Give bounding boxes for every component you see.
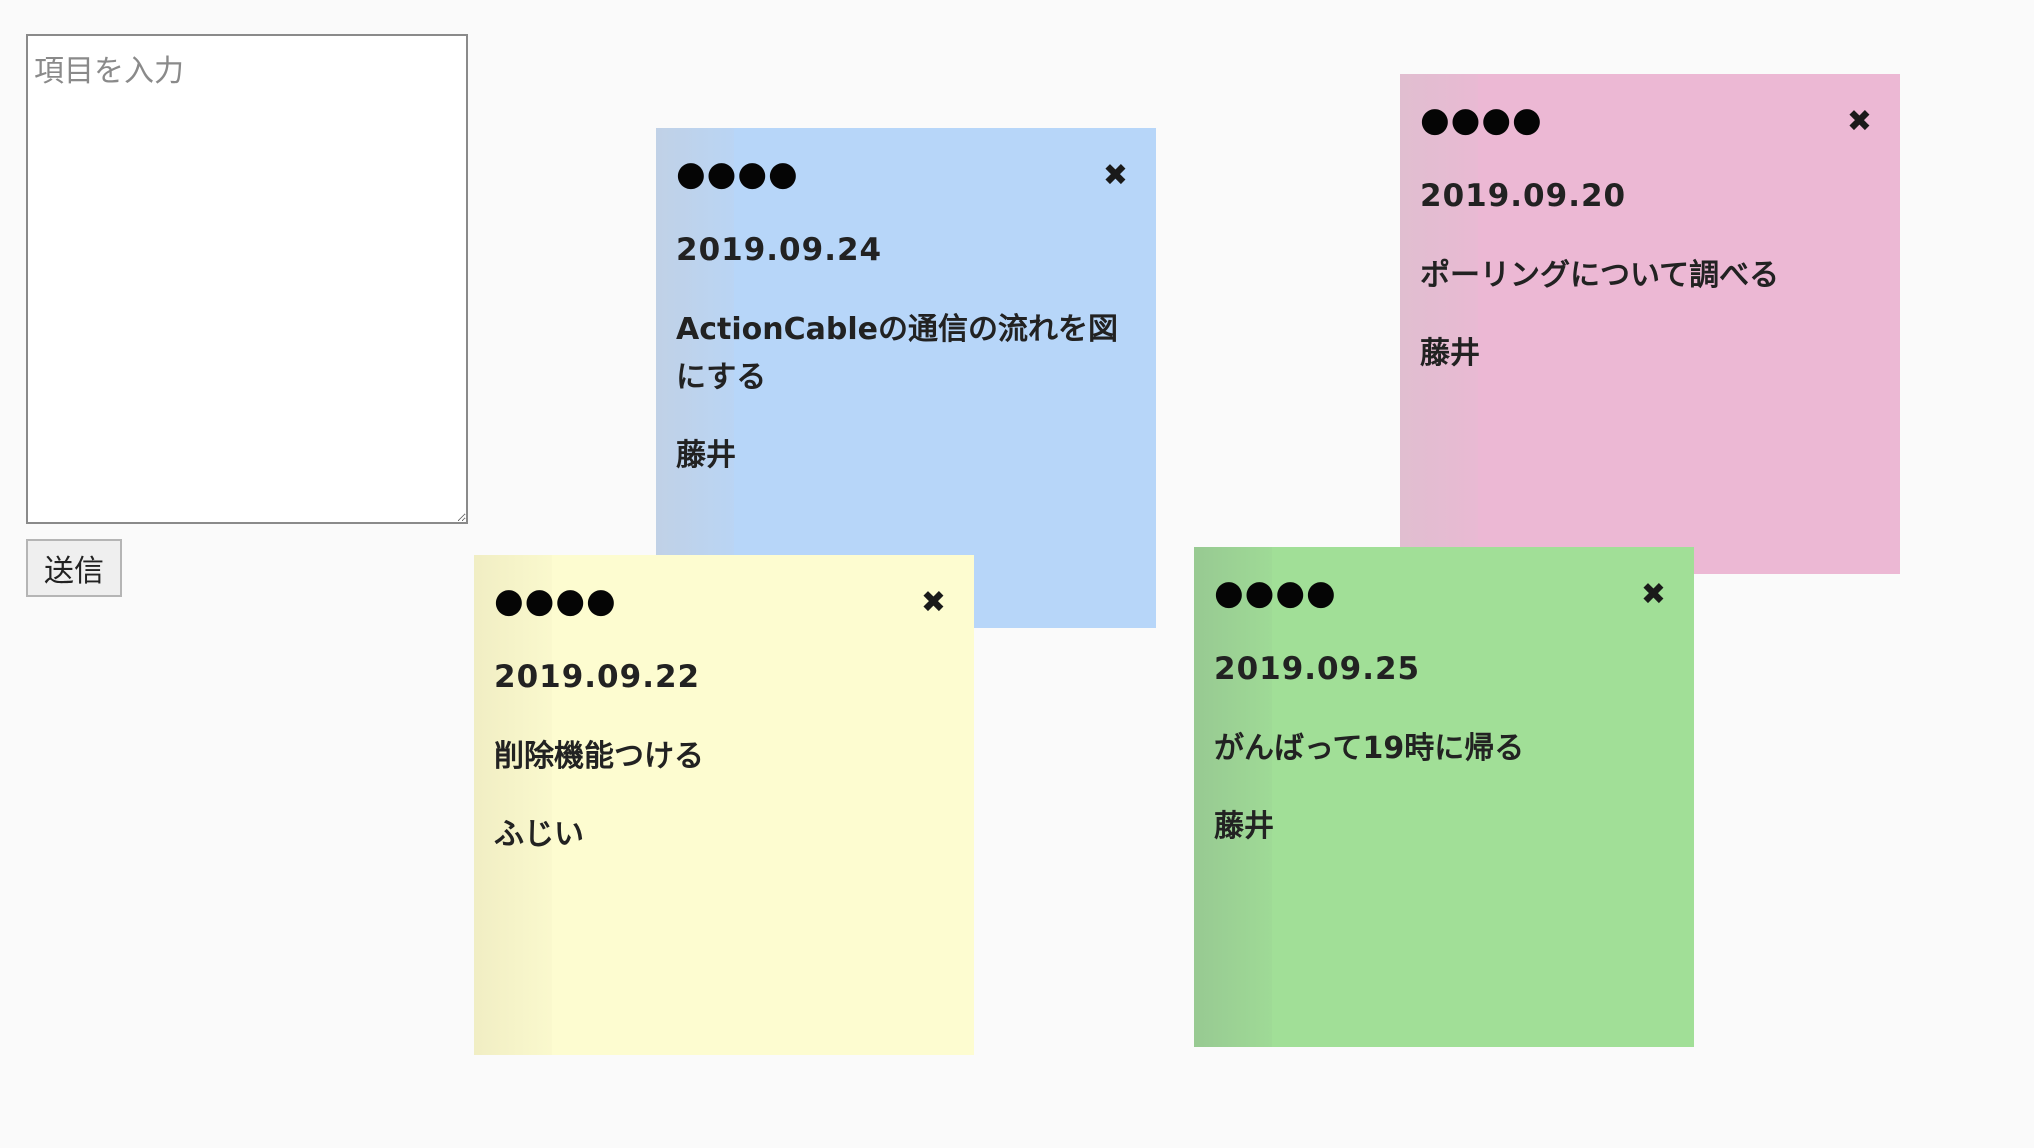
drag-handle[interactable]: ●●●● (1420, 100, 1543, 140)
note-author: 藤井 (1420, 336, 1480, 371)
note-date: 2019.09.25 (1214, 651, 1421, 687)
submit-button[interactable]: 送信 (26, 539, 122, 597)
note-author: 藤井 (1214, 809, 1274, 844)
tape-strip (1194, 547, 1272, 1047)
close-icon[interactable]: ✖ (1640, 577, 1666, 612)
note-content: ActionCableの通信の流れを図にする (676, 312, 1118, 395)
note-date: 2019.09.24 (676, 232, 883, 268)
tape-strip (1400, 74, 1478, 574)
sticky-note[interactable]: ●●●● ✖ 2019.09.22 削除機能つける ふじい (474, 555, 974, 1055)
close-icon[interactable]: ✖ (1846, 104, 1872, 139)
drag-handle[interactable]: ●●●● (676, 154, 799, 194)
note-date: 2019.09.20 (1420, 178, 1627, 214)
note-date: 2019.09.22 (494, 659, 701, 695)
drag-handle[interactable]: ●●●● (494, 581, 617, 621)
note-content: がんばって19時に帰る (1214, 731, 1525, 766)
sticky-note[interactable]: ●●●● ✖ 2019.09.24 ActionCableの通信の流れを図にする… (656, 128, 1156, 628)
tape-strip (474, 555, 552, 1055)
drag-handle[interactable]: ●●●● (1214, 573, 1337, 613)
close-icon[interactable]: ✖ (920, 585, 946, 620)
sticky-note[interactable]: ●●●● ✖ 2019.09.25 がんばって19時に帰る 藤井 (1194, 547, 1694, 1047)
item-input[interactable] (26, 34, 468, 524)
sticky-note[interactable]: ●●●● ✖ 2019.09.20 ポーリングについて調べる 藤井 (1400, 74, 1900, 574)
note-content: ポーリングについて調べる (1420, 258, 1780, 293)
close-icon[interactable]: ✖ (1102, 158, 1128, 193)
note-content: 削除機能つける (494, 739, 704, 774)
note-author: 藤井 (676, 438, 736, 473)
note-author: ふじい (494, 817, 584, 852)
